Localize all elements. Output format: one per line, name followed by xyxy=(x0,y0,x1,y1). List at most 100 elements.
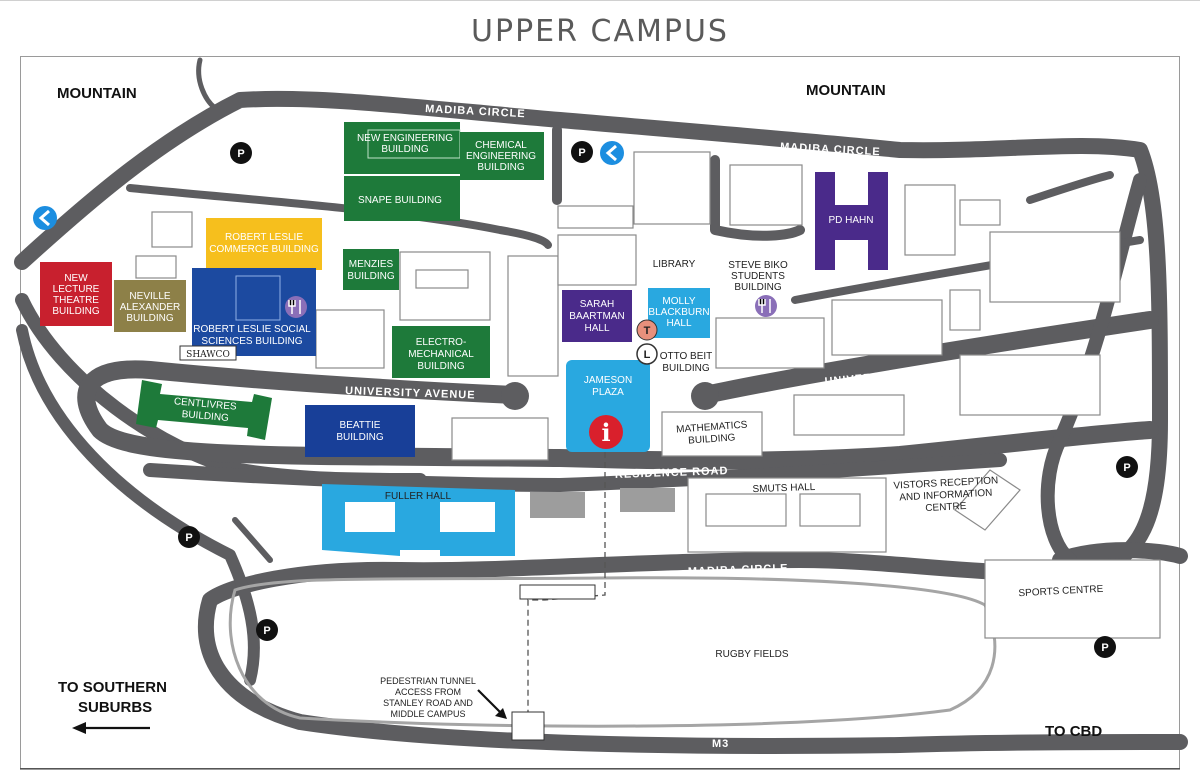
university-avenue-end-east xyxy=(691,382,719,410)
university-avenue-end-west xyxy=(501,382,529,410)
nlt-label-4: BUILDING xyxy=(52,306,99,317)
parking-icon: P xyxy=(1116,456,1138,478)
molly-label-1: MOLLY xyxy=(662,296,695,307)
dining-icon xyxy=(755,295,777,317)
beattie-label-1: BEATTIE xyxy=(340,420,381,431)
menzies-building xyxy=(343,249,399,290)
map-labels: MOUNTAIN MOUNTAIN TO SOUTHERN SUBURBS TO… xyxy=(52,82,1103,750)
neville-label-3: BUILDING xyxy=(126,313,173,324)
dining-icon xyxy=(285,296,307,318)
chemical-engineering-label-2: ENGINEERING xyxy=(466,151,536,162)
grey-block-1 xyxy=(530,492,585,518)
pedestrian-path xyxy=(527,452,606,718)
steve-biko-label-1: STEVE BIKO xyxy=(728,260,788,271)
sarah-baartman-hall xyxy=(562,290,632,342)
svg-text:P: P xyxy=(1101,642,1108,654)
tunnel-label-4: MIDDLE CAMPUS xyxy=(390,709,465,719)
mountain-track xyxy=(196,57,218,111)
neville-label-1: NEVILLE xyxy=(129,291,170,302)
madiba-circle-bottom-label: MADIBA CIRCLE xyxy=(688,562,789,578)
jameson-label-2: PLAZA xyxy=(592,387,624,398)
t-marker-icon: T xyxy=(636,319,658,341)
robert-leslie-commerce-building xyxy=(206,218,322,270)
north-inner-road xyxy=(126,184,552,249)
centlivres-label-2: BUILDING xyxy=(181,409,229,424)
residence-road xyxy=(143,453,1007,492)
pd-hahn-building xyxy=(815,172,888,270)
beattie-label-2: BUILDING xyxy=(336,432,383,443)
bus-stop-icon xyxy=(600,141,624,165)
svg-text:P: P xyxy=(237,148,244,160)
chemical-engineering-label-1: CHEMICAL xyxy=(475,140,527,151)
mathematics-label-2: BUILDING xyxy=(688,432,736,446)
nlt-label-1: NEW xyxy=(64,273,88,284)
map-bottom-rule xyxy=(20,768,1180,769)
university-avenue-east-road xyxy=(696,311,1159,404)
jameson-plaza xyxy=(566,360,650,452)
roads xyxy=(14,57,1188,754)
snape-building xyxy=(344,176,460,221)
mountain-right-label: MOUNTAIN xyxy=(806,82,886,99)
residence-road-label: RESIDENCE ROAD xyxy=(615,465,729,481)
to-southern-suburbs-label-2: SUBURBS xyxy=(78,699,152,716)
parking-icon: P xyxy=(256,619,278,641)
parking-icon: P xyxy=(230,142,252,164)
top-divider xyxy=(0,0,1200,1)
svg-text:P: P xyxy=(263,625,270,637)
parking-icon: P xyxy=(571,141,593,163)
west-road-3 xyxy=(232,517,273,563)
new-engineering-label-1: NEW ENGINEERING xyxy=(357,133,453,144)
to-cbd-label: TO CBD xyxy=(1045,723,1102,740)
new-lecture-theatre-building xyxy=(40,262,112,326)
parking-icon: P xyxy=(178,526,200,548)
electro-label-3: BUILDING xyxy=(417,361,464,372)
to-southern-suburbs-label-1: TO SOUTHERN xyxy=(58,679,167,696)
beattie-building xyxy=(305,405,415,457)
outline-buildings xyxy=(135,151,1161,639)
visitors-label-1: VISTORS RECEPTION xyxy=(893,475,998,491)
molly-label-3: HALL xyxy=(666,318,691,329)
neville-label-2: ALEXANDER xyxy=(120,302,181,313)
svg-text:T: T xyxy=(644,325,651,337)
molly-label-2: BLACKBURN xyxy=(648,307,709,318)
commerce-label-1: ROBERT LESLIE xyxy=(225,232,303,243)
otto-beit-label-1: OTTO BEIT xyxy=(660,351,713,362)
jameson-label-1: JAMESON xyxy=(584,375,632,386)
map-title: UPPER CAMPUS xyxy=(471,14,729,49)
electro-label-1: ELECTRO- xyxy=(416,337,467,348)
neville-alexander-building xyxy=(114,280,186,332)
madiba-circle-top-right-label: MADIBA CIRCLE xyxy=(780,141,881,158)
shawco-label: SHAWCO xyxy=(186,350,230,360)
tunnel-label-3: STANLEY ROAD AND xyxy=(383,698,473,708)
electro-mechanical-building xyxy=(392,326,490,378)
university-avenue-west-label: UNIVERSITY AVENUE xyxy=(345,385,476,402)
svg-text:P: P xyxy=(185,532,192,544)
smuts-hall-label: SMUTS HALL xyxy=(752,482,816,495)
rugby-fields-track xyxy=(228,576,997,728)
social-sciences-label-2: SCIENCES BUILDING xyxy=(201,336,302,347)
tunnel-entrance-north xyxy=(519,584,596,600)
centlivres-label-1: CENTLIVRES xyxy=(173,396,237,412)
east-spur-road xyxy=(1026,171,1114,204)
sarah-label-3: HALL xyxy=(584,323,609,334)
otto-beit-label-2: BUILDING xyxy=(662,363,709,374)
tunnel-entrance-south xyxy=(511,711,545,741)
menzies-label-1: MENZIES xyxy=(349,259,394,270)
electro-label-2: MECHANICAL xyxy=(408,349,474,360)
tunnel-label-1: PEDESTRIAN TUNNEL xyxy=(380,676,476,686)
southern-suburbs-arrow-icon xyxy=(72,722,150,734)
tunnel-arrow-head xyxy=(495,708,507,719)
steve-biko-label-3: BUILDING xyxy=(734,282,781,293)
library-label: LIBRARY xyxy=(653,259,696,270)
grey-block-2 xyxy=(620,488,675,512)
parking-icon: P xyxy=(1094,636,1116,658)
sarah-label-1: SARAH xyxy=(580,299,614,310)
mathematics-label-1: MATHEMATICS xyxy=(676,420,748,436)
snape-label: SNAPE BUILDING xyxy=(358,195,442,206)
pd-hahn-label: PD HAHN xyxy=(828,215,873,226)
visitors-label-3: CENTRE xyxy=(925,501,967,514)
menzies-label-2: BUILDING xyxy=(347,271,394,282)
fuller-hall xyxy=(322,484,515,556)
bus-stop-icon xyxy=(33,206,57,230)
